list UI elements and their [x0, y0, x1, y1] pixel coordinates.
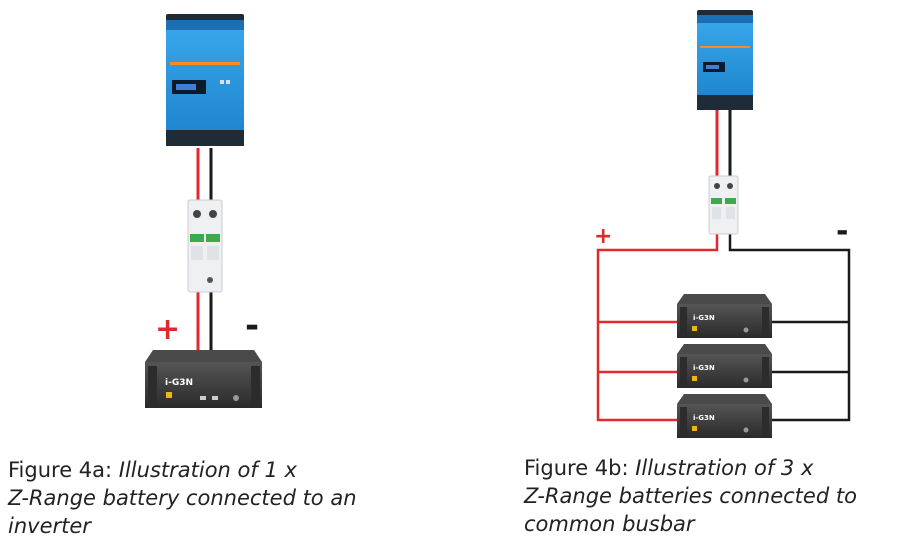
caption-line: Z-Range battery connected to an — [8, 486, 357, 510]
battery-brand: i-G3N — [693, 364, 715, 372]
figure-b: i-G3N i-G3N i-G3N — [596, 10, 851, 438]
caption-line: common busbar — [524, 512, 695, 536]
battery-icon: i-G3N — [677, 294, 772, 338]
caption-label: Figure 4b: — [524, 456, 636, 480]
negative-sign: - — [245, 306, 260, 346]
battery-brand: i-G3N — [693, 414, 715, 422]
inverter-icon — [697, 10, 753, 110]
positive-busbar — [596, 232, 719, 422]
positive-sign: + — [594, 224, 613, 249]
figure-b-caption: Figure 4b: Illustration of 3 x Z-Range b… — [524, 454, 896, 538]
caption-label: Figure 4a: — [8, 458, 119, 482]
negative-busbar — [728, 232, 851, 422]
caption-line: Z-Range batteries connected to — [524, 484, 857, 508]
caption-text: Illustration of 3 x — [635, 456, 814, 480]
battery-brand: i-G3N — [693, 314, 715, 322]
battery-icon: i-G3N — [145, 350, 262, 408]
breaker-icon — [187, 199, 223, 293]
inverter-icon — [166, 14, 244, 146]
figure-a-caption: Figure 4a: Illustration of 1 x Z-Range b… — [8, 456, 408, 540]
caption-text: Illustration of 1 x — [118, 458, 297, 482]
positive-sign: + — [155, 312, 181, 347]
negative-sign: - — [836, 214, 849, 249]
battery-icon: i-G3N — [677, 344, 772, 388]
figure-a: i-G3N — [145, 14, 262, 408]
battery-brand: i-G3N — [165, 378, 193, 388]
battery-icon: i-G3N — [677, 394, 772, 438]
caption-line: inverter — [8, 514, 91, 538]
breaker-icon — [708, 175, 739, 235]
